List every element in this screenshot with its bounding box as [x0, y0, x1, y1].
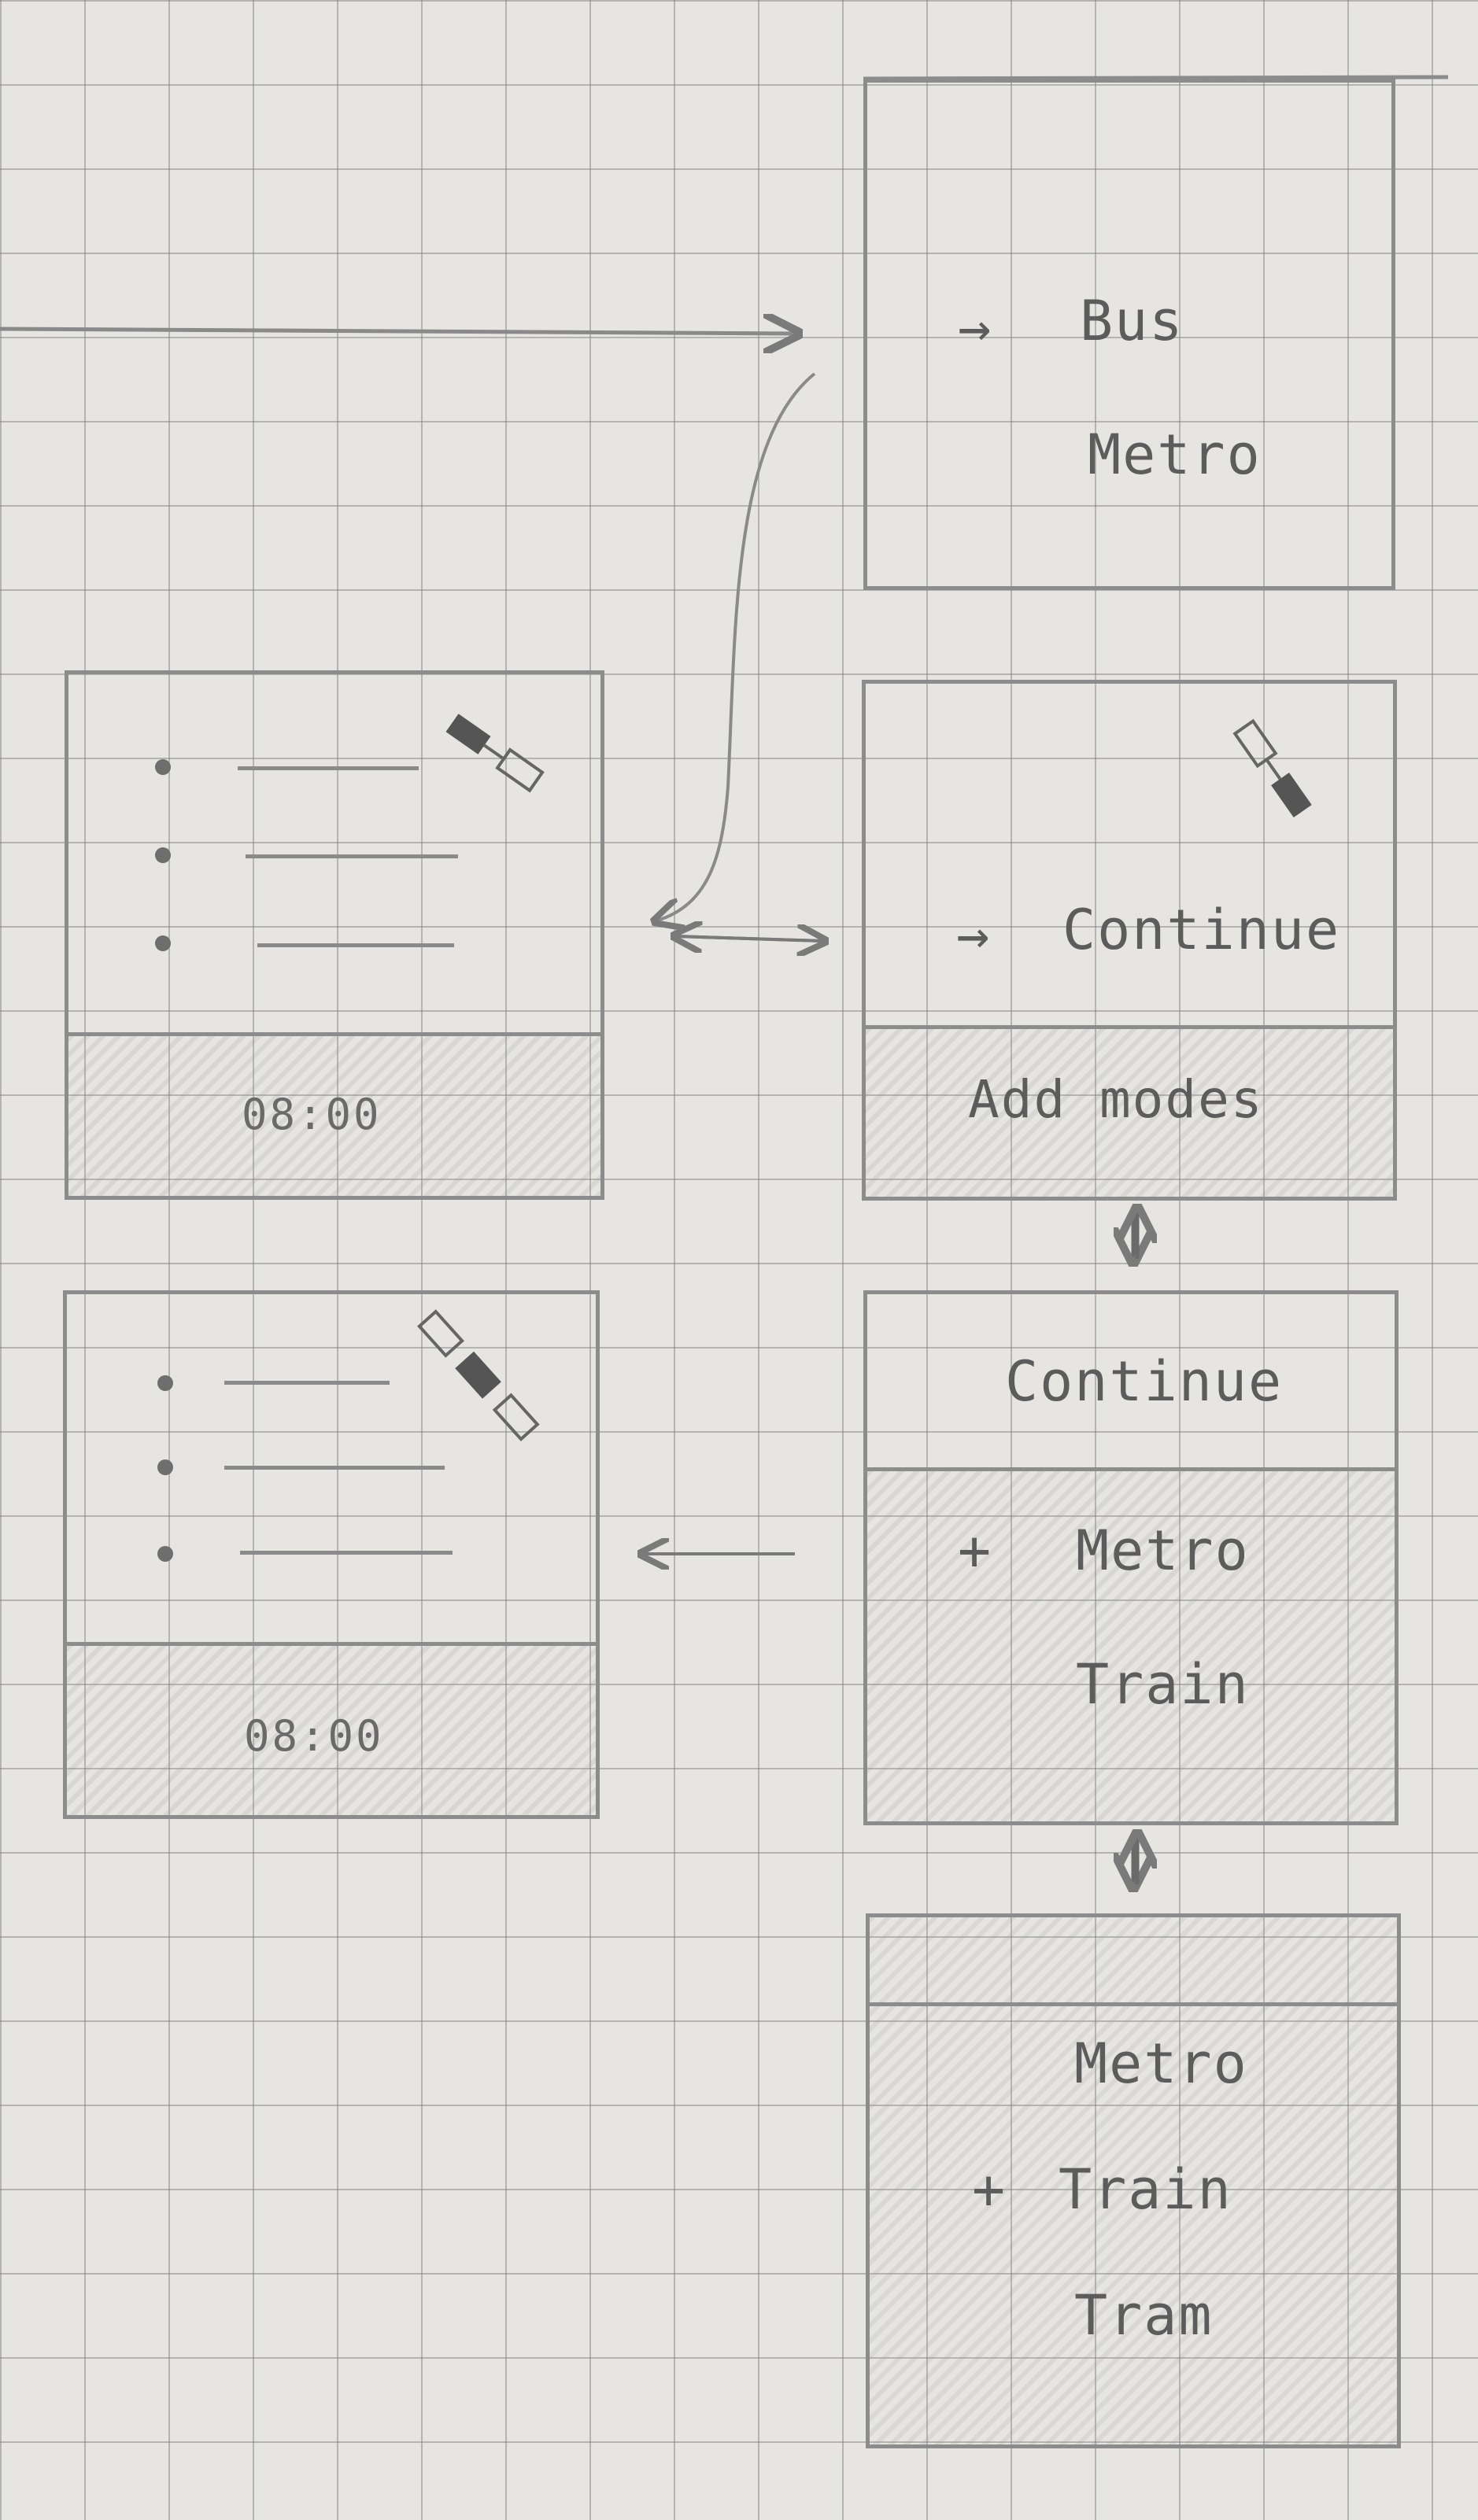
metro-option[interactable]: Metro [1088, 422, 1262, 487]
divider [863, 75, 1449, 81]
modes-list [867, 1467, 1395, 1821]
scrolled-modes-screen: Metro + Train Tram [866, 1913, 1401, 2448]
list-line [240, 1551, 453, 1555]
bullet-dot [157, 1375, 173, 1391]
bullet-dot [157, 1459, 173, 1475]
bullet-dot [155, 847, 171, 863]
bullet-dot [155, 935, 171, 951]
time-bar[interactable] [67, 1642, 596, 1815]
satellite-icon [417, 1309, 540, 1442]
arrow-icon [657, 372, 816, 921]
list-line [224, 1381, 390, 1385]
departure-time: 08:00 [242, 1090, 382, 1139]
bus-option[interactable]: Bus [1080, 289, 1184, 353]
metro-option[interactable]: Metro [1076, 1518, 1250, 1583]
list-line [246, 854, 458, 858]
header-bar [870, 2002, 1397, 2010]
route-list-screen-1: 08:00 [65, 670, 604, 1200]
plus-icon: + [972, 2157, 1007, 2222]
list-line [224, 1466, 445, 1470]
continue-button[interactable]: Continue [1005, 1349, 1284, 1414]
continue-screen: → Continue Add modes [862, 680, 1397, 1201]
list-line [238, 766, 419, 770]
departure-time: 08:00 [244, 1711, 384, 1761]
bullet-dot [157, 1546, 173, 1562]
list-line [257, 943, 454, 947]
mode-picker-screen: → Bus Metro [863, 79, 1395, 590]
satellite-icon [445, 714, 545, 793]
continue-button[interactable]: Continue [1062, 898, 1341, 962]
add-modes-button[interactable]: Add modes [968, 1069, 1264, 1130]
tram-option[interactable]: Tram [1074, 2283, 1214, 2348]
route-list-screen-2: 08:00 [63, 1290, 600, 1819]
arrow-icon: → [958, 295, 993, 360]
train-option[interactable]: Train [1059, 2157, 1232, 2222]
modes-screen: Continue + Metro Train [863, 1290, 1399, 1825]
plus-icon: + [958, 1518, 993, 1583]
arrow-icon [677, 936, 823, 941]
satellite-icon [1232, 718, 1312, 818]
bullet-dot [155, 759, 171, 775]
add-modes-bar[interactable] [866, 1025, 1393, 1197]
metro-option[interactable]: Metro [1074, 2031, 1248, 2096]
arrow-icon [0, 329, 795, 334]
train-option[interactable]: Train [1076, 1652, 1250, 1717]
time-bar[interactable] [68, 1032, 600, 1196]
arrow-icon: → [956, 902, 992, 967]
